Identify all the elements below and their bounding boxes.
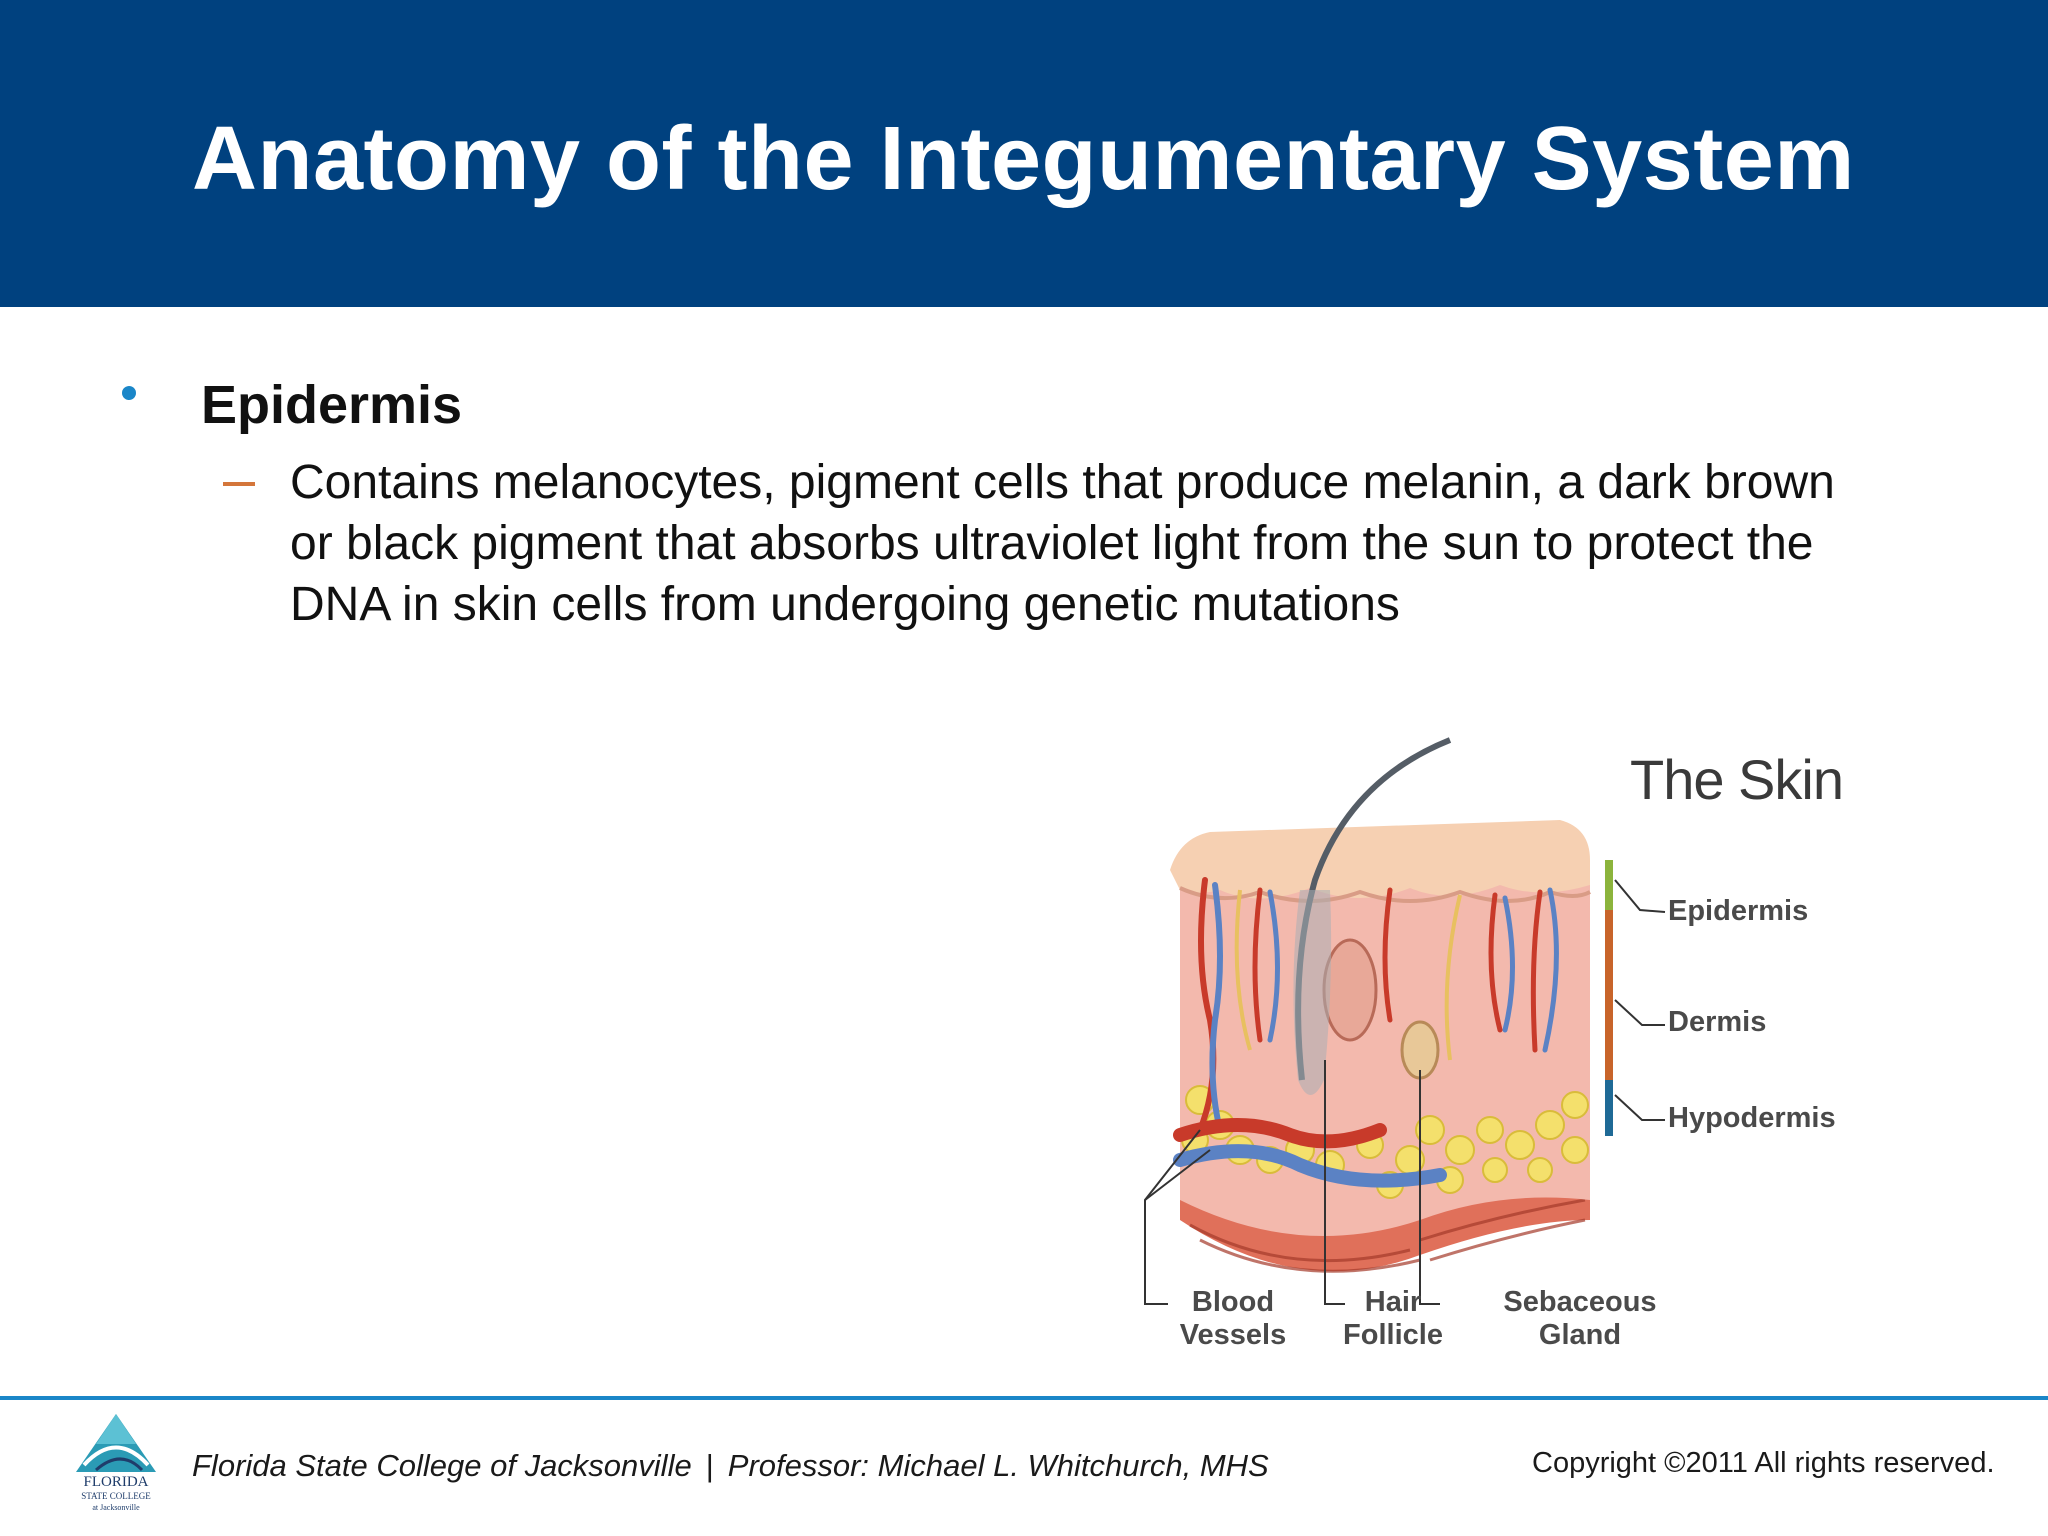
layer-label-hypodermis: Hypodermis [1668,1102,1836,1134]
triangle-logo-icon [76,1414,156,1472]
footer-separator: | [705,1448,714,1483]
layer-label-epidermis: Epidermis [1668,895,1809,927]
slide-title: Anatomy of the Integumentary System [192,109,1855,209]
footer-credits: Florida State College of Jacksonville | Pr… [192,1446,1269,1486]
logo-text-jacksonville: at Jacksonville [92,1503,140,1512]
skin-diagram: The Skin Epidermis Dermis Hypodermis Blo… [1120,720,1880,1370]
logo-text-state-college: STATE COLLEGE [81,1491,151,1501]
figure-title: The Skin [1630,748,1844,811]
bullet-dot-icon [122,386,136,400]
bullet-heading: Epidermis [201,375,463,435]
footer-institution: Florida State College of Jacksonville [192,1448,692,1483]
structure-label-hair-follicle: Hair Follicle [1343,1286,1443,1351]
college-logo: FLORIDA STATE COLLEGE at Jacksonville [66,1410,166,1520]
layer-label-dermis: Dermis [1668,1006,1767,1038]
footer-copyright: Copyright ©2011 All rights reserved. [1532,1447,1995,1479]
structure-label-sebaceous-gland: Sebaceous Gland [1503,1286,1657,1351]
footer-divider [0,1396,2048,1400]
title-banner: Anatomy of the Integumentary System [0,0,2048,307]
skin-cross-section-illustration [1144,737,1666,1305]
footer-professor: Professor: Michael L. Whitchurch, MHS [727,1448,1269,1483]
sub-bullet-text: Contains melanocytes, pigment cells that… [290,456,1835,631]
structure-label-blood-vessels: Blood Vessels [1179,1286,1287,1351]
logo-text-florida: FLORIDA [83,1474,149,1490]
dash-icon [223,482,255,486]
